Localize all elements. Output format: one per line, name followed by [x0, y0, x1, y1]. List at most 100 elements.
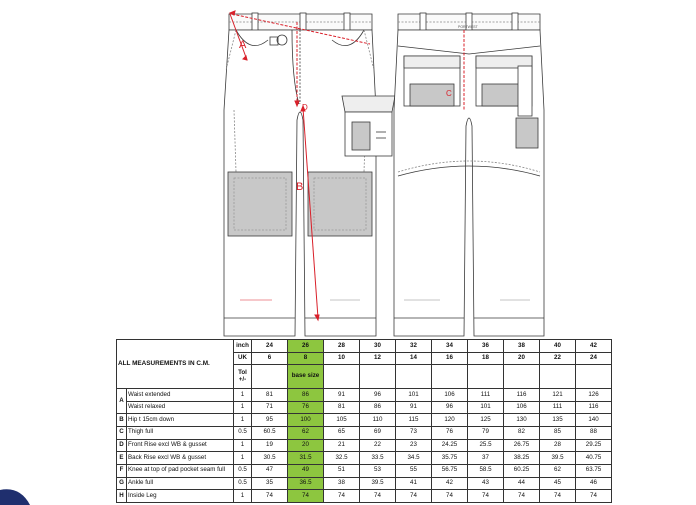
measurement-value: 116	[503, 387, 540, 402]
measurement-value: 111	[539, 400, 576, 415]
measurement-description: Waist relaxed	[126, 400, 234, 415]
measurement-value: 86	[359, 400, 396, 415]
measurement-value: 38	[323, 476, 360, 491]
measurement-value: 49	[287, 463, 324, 478]
measurement-lines	[228, 10, 465, 322]
uk-size-cell: 16	[431, 351, 468, 366]
measurement-tolerance: 1	[233, 400, 252, 415]
inch-size-cell: 36	[467, 339, 504, 353]
measurement-tolerance: 1	[233, 451, 252, 465]
measurement-value: 82	[503, 425, 540, 440]
dimension-label-a: A	[239, 39, 247, 51]
measurement-value: 32.5	[323, 451, 360, 465]
measurement-value: 28	[539, 438, 576, 453]
measurement-value: 91	[395, 400, 432, 415]
dimension-label-b: B	[296, 181, 303, 193]
measurement-value: 106	[503, 400, 540, 415]
measurement-description: Inside Leg	[126, 489, 234, 503]
measurement-value: 74	[539, 489, 576, 503]
measurement-tolerance: 0.5	[233, 463, 252, 478]
measurement-tolerance: 1	[233, 438, 252, 453]
measurement-value: 74	[467, 489, 504, 503]
measurement-value: 21	[323, 438, 360, 453]
measurement-value: 81	[323, 400, 360, 415]
inch-size-cell: 40	[539, 339, 576, 353]
measurement-tolerance: 1	[233, 489, 252, 503]
measurement-tolerance: 1	[233, 387, 252, 402]
measurement-value: 38.25	[503, 451, 540, 465]
measurement-value: 74	[431, 489, 468, 503]
inch-row-label: inch	[233, 339, 252, 353]
measurement-value: 62	[287, 425, 324, 440]
table-title: ALL MEASUREMENTS IN C.M.	[116, 339, 234, 389]
inch-size-cell: 24	[251, 339, 288, 353]
dimension-label-c: C	[446, 89, 452, 98]
measurement-value: 101	[395, 387, 432, 402]
measurement-value: 43	[467, 476, 504, 491]
measurement-description: Hip t 15cm down	[126, 413, 234, 427]
measurement-value: 111	[467, 387, 504, 402]
measurement-value: 53	[359, 463, 396, 478]
measurement-value: 86	[287, 387, 324, 402]
measurement-value: 76	[287, 400, 324, 415]
measurement-description: Knee at top of pad pocket seam full	[126, 463, 234, 478]
measurement-value: 110	[359, 413, 396, 427]
measurement-description: Thigh full	[126, 425, 234, 440]
measurement-value: 34.5	[395, 451, 432, 465]
measurement-description: Waist extended	[126, 387, 234, 402]
measurement-value: 79	[467, 425, 504, 440]
measurement-value: 126	[575, 387, 612, 402]
measurement-letter: E	[116, 451, 127, 465]
measurement-value: 106	[431, 387, 468, 402]
measurement-value: 33.5	[359, 451, 396, 465]
uk-size-row: UK 6 8 10 12 14 16 18 20 22 24	[117, 351, 612, 366]
measurement-value: 69	[359, 425, 396, 440]
inch-size-row: ALL MEASUREMENTS IN C.M. inch 24 26 28 3…	[116, 339, 612, 389]
measurement-value: 135	[539, 413, 576, 427]
measurement-value: 91	[323, 387, 360, 402]
measurement-value: 45	[539, 476, 576, 491]
measurement-value: 121	[539, 387, 576, 402]
measurement-value: 74	[395, 489, 432, 503]
measurement-value: 116	[575, 400, 612, 415]
measurement-value: 44	[503, 476, 540, 491]
measurement-value: 74	[359, 489, 396, 503]
measurement-letter: H	[116, 489, 127, 503]
measurement-value: 73	[395, 425, 432, 440]
uk-size-cell: 8	[287, 351, 324, 366]
measurement-value: 39.5	[359, 476, 396, 491]
uk-size-cell: 6	[251, 351, 288, 366]
measurement-value: 51	[323, 463, 360, 478]
back-view	[393, 12, 545, 337]
measurement-value: 76	[431, 425, 468, 440]
inch-size-cell: 26	[287, 339, 324, 353]
measurement-value: 140	[575, 413, 612, 427]
measurement-value: 47	[251, 463, 288, 478]
measurement-value: 74	[251, 489, 288, 503]
measurement-value: 125	[467, 413, 504, 427]
uk-size-cell: 20	[503, 351, 540, 366]
measurement-value: 25.5	[467, 438, 504, 453]
dimension-label-d: D	[302, 103, 308, 112]
measurement-value: 19	[251, 438, 288, 453]
measurement-description: Ankle full	[126, 476, 234, 491]
measurement-value: 85	[539, 425, 576, 440]
measurement-value: 26.75	[503, 438, 540, 453]
measurement-tolerance: 1	[233, 413, 252, 427]
measurement-value: 96	[359, 387, 396, 402]
measurement-tolerance: 0.5	[233, 425, 252, 440]
inch-size-cell: 32	[395, 339, 432, 353]
inch-size-cell: 42	[575, 339, 612, 353]
uk-size-cell: 14	[395, 351, 432, 366]
measurement-value: 95	[251, 413, 288, 427]
measurement-value: 31.5	[287, 451, 324, 465]
measurement-value: 41	[395, 476, 432, 491]
